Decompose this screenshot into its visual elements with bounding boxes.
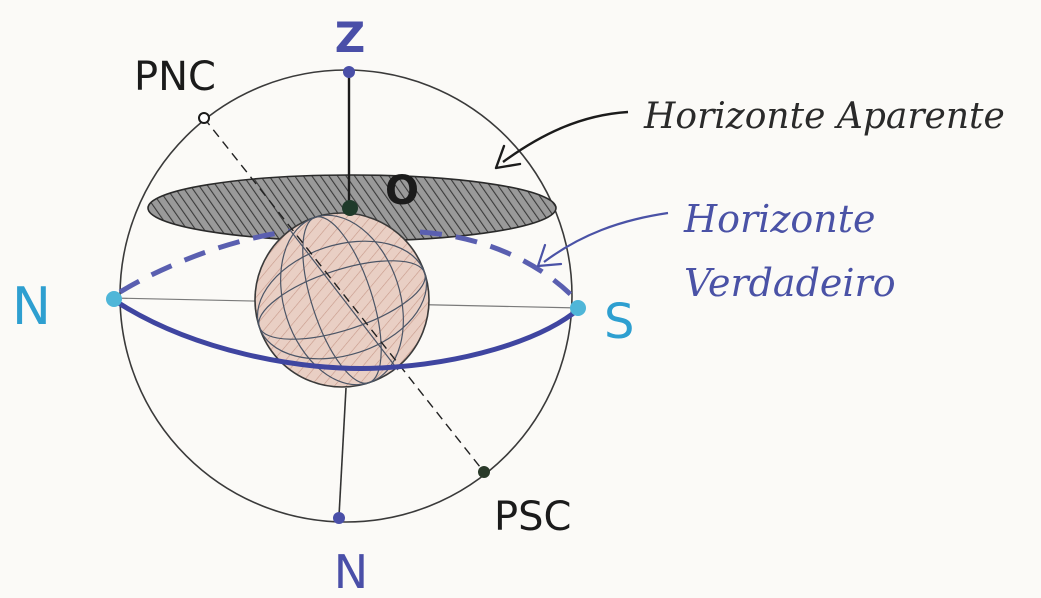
north-celestial-pole-label: PNC bbox=[134, 54, 216, 100]
earth-meridians bbox=[256, 214, 428, 386]
apparent-horizon-arrow bbox=[502, 110, 629, 163]
nadir-point bbox=[333, 512, 345, 524]
true-horizon-label-line1: Horizonte bbox=[683, 197, 875, 241]
apparent-horizon-arrowhead bbox=[494, 144, 522, 170]
true-horizon-back-dashed-right bbox=[419, 229, 582, 306]
true-horizon-front bbox=[111, 297, 583, 371]
north-point bbox=[106, 291, 122, 307]
observer-label: O bbox=[385, 168, 419, 214]
south-celestial-pole-point bbox=[478, 466, 490, 478]
nadir-label: N bbox=[334, 545, 368, 598]
true-horizon-back-dashed bbox=[118, 227, 301, 295]
zenith-label: Z bbox=[335, 13, 365, 62]
true-horizon-arrow bbox=[543, 211, 669, 263]
north-label: N bbox=[12, 277, 51, 337]
zenith-point bbox=[343, 66, 355, 78]
nadir-line bbox=[338, 387, 347, 517]
observer-point bbox=[342, 200, 358, 216]
south-point bbox=[570, 300, 586, 316]
apparent-horizon-label: Horizonte Aparente bbox=[643, 96, 1005, 137]
south-celestial-pole-label: PSC bbox=[494, 494, 571, 540]
true-horizon-label-line2: Verdadeiro bbox=[684, 261, 896, 305]
south-label: S bbox=[604, 294, 634, 350]
polar-axis bbox=[203, 117, 485, 473]
true-horizon-arrowhead bbox=[536, 243, 563, 268]
north-celestial-pole-point bbox=[198, 112, 210, 124]
